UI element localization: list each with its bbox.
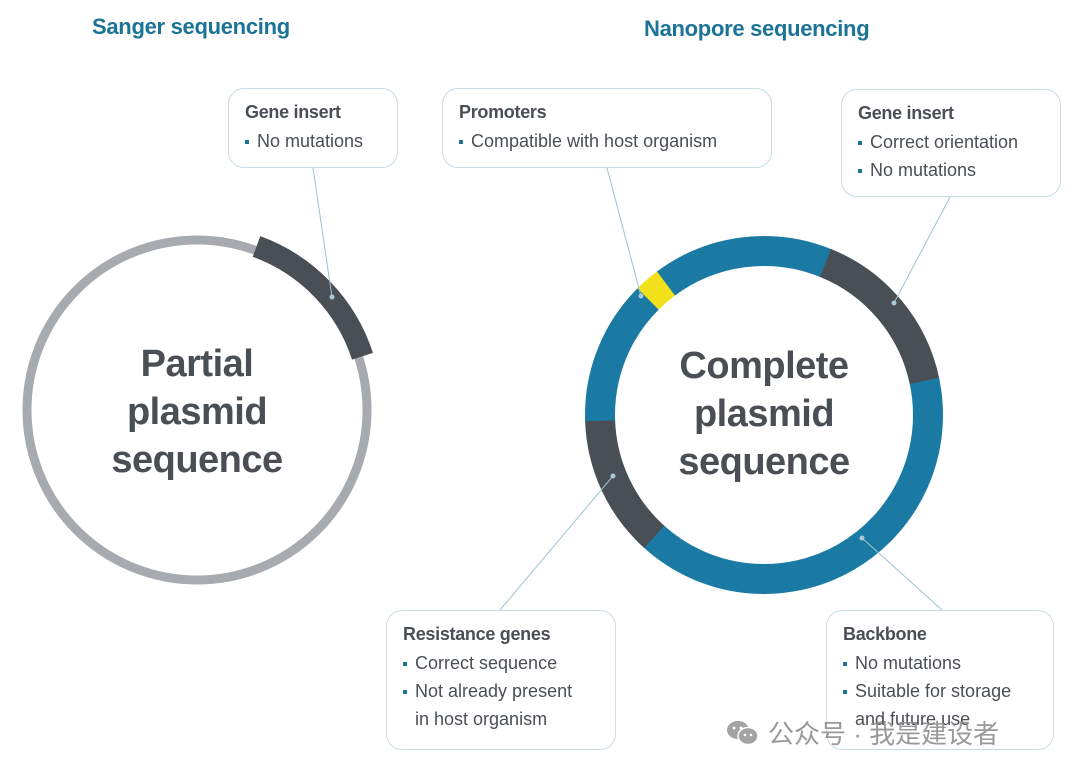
callout-bullet: Compatible with host organism <box>459 127 755 155</box>
center-label-line: sequence <box>678 441 850 483</box>
leader-line-resistance-genes <box>499 475 614 611</box>
leader-line-backbone <box>861 537 943 611</box>
sanger-gene-insert-callout: Gene insert No mutations <box>228 88 398 168</box>
center-label-line: Partial <box>140 343 254 385</box>
nanopore-segment-backbone-top <box>656 236 832 297</box>
callout-bullet: Suitable for storage <box>843 677 1037 705</box>
callout-bullet-continuation: in host organism <box>415 709 548 729</box>
callout-bullet: Not already present <box>403 677 599 705</box>
callout-title: Gene insert <box>858 103 954 123</box>
nanopore-gene-insert-callout: Gene insert Correct orientation No mutat… <box>841 89 1061 197</box>
sanger-plasmid-ring <box>22 235 373 585</box>
callout-bullet: Correct sequence <box>403 649 599 677</box>
leader-dot-nanopore-gene-insert <box>891 300 897 306</box>
center-label-line: sequence <box>111 439 283 481</box>
watermark: 公众号 · 我是建设者 <box>726 714 999 751</box>
watermark-text: 公众号 · 我是建设者 <box>768 719 1000 749</box>
nanopore-heading: Nanopore sequencing <box>644 16 870 41</box>
wechat-icon <box>726 719 760 747</box>
callout-title: Gene insert <box>245 102 341 122</box>
nanopore-segment-backbone <box>643 377 943 594</box>
leader-dot-backbone <box>859 535 865 541</box>
leader-dot-resistance-genes <box>610 473 616 479</box>
leader-dot-sanger-gene-insert <box>329 294 335 300</box>
callout-bullet: No mutations <box>843 649 1037 677</box>
backbone-callout: Backbone No mutations Suitable for stora… <box>826 610 1054 750</box>
nanopore-segment-resistance-genes <box>585 419 665 549</box>
callout-title: Resistance genes <box>403 624 551 644</box>
callout-bullet: No mutations <box>245 127 381 155</box>
center-label-line: Complete <box>679 345 849 387</box>
leader-line-nanopore-gene-insert <box>893 196 951 304</box>
nanopore-segment-backbone-left <box>585 287 660 422</box>
callout-bullet: No mutations <box>858 156 1044 184</box>
callout-bullet: Correct orientation <box>858 128 1044 156</box>
nanopore-plasmid-ring <box>585 236 943 594</box>
center-label-line: plasmid <box>693 393 835 435</box>
leader-dot-promoters <box>638 293 644 299</box>
sanger-ring-base <box>22 235 372 585</box>
sanger-heading: Sanger sequencing <box>92 14 290 39</box>
sanger-segment-gene-insert <box>252 236 373 360</box>
center-label-line: plasmid <box>126 391 268 433</box>
leader-line-sanger-gene-insert <box>312 167 333 298</box>
sanger-center-label: Partial plasmid sequence <box>77 340 317 484</box>
nanopore-center-label: Complete plasmid sequence <box>644 342 884 486</box>
callout-title: Promoters <box>459 102 547 122</box>
callout-bullet-continuation: and future use <box>855 709 971 729</box>
nanopore-segment-gene-insert <box>819 249 940 386</box>
promoters-callout: Promoters Compatible with host organism <box>442 88 772 168</box>
leader-lines <box>312 167 951 611</box>
resistance-genes-callout: Resistance genes Correct sequence Not al… <box>386 610 616 750</box>
leader-line-promoters <box>606 167 642 297</box>
nanopore-segment-promoter <box>637 271 676 310</box>
callout-title: Backbone <box>843 624 927 644</box>
